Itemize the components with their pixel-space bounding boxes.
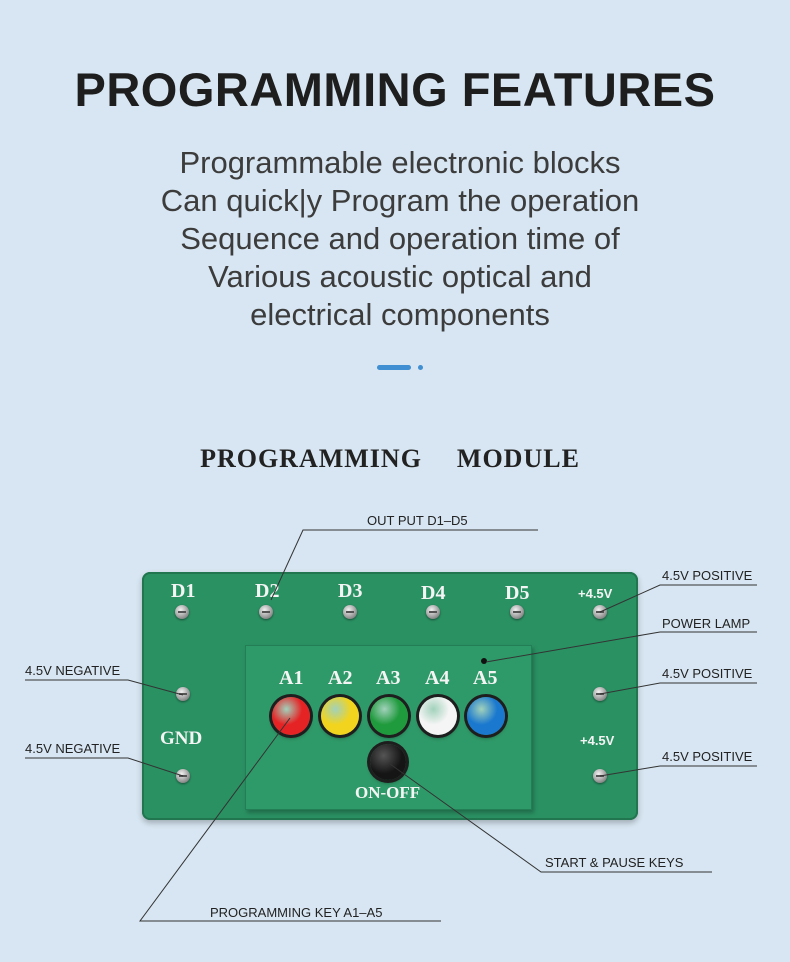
description-line-4: Various acoustic optical and bbox=[208, 259, 592, 294]
key-a5-button[interactable] bbox=[467, 697, 505, 735]
output-label-d1: D1 bbox=[171, 580, 196, 602]
callout-line-positive-mid bbox=[599, 682, 757, 695]
key-a3-button[interactable] bbox=[370, 697, 408, 735]
output-label-d2: D2 bbox=[255, 580, 280, 602]
on-off-button[interactable] bbox=[370, 744, 406, 780]
callout-line-positive-bottom bbox=[599, 765, 757, 777]
callout-line-negative-bottom bbox=[25, 757, 184, 777]
key-label-a3: A3 bbox=[376, 667, 401, 689]
key-a1-button[interactable] bbox=[272, 697, 310, 735]
callout-line-output bbox=[270, 529, 538, 601]
callout-programming-key: PROGRAMMING KEY A1–A5 bbox=[210, 905, 383, 920]
output-label-d3: D3 bbox=[338, 580, 363, 602]
accent-dash bbox=[377, 365, 411, 370]
callout-line-programming-key bbox=[139, 717, 441, 922]
module-title: PROGRAMMING MODULE bbox=[200, 444, 580, 473]
callout-line-negative-top bbox=[25, 679, 184, 696]
callout-line-positive-top bbox=[599, 584, 757, 613]
description-line-3: Sequence and operation time of bbox=[180, 221, 620, 256]
callout-output: OUT PUT D1–D5 bbox=[367, 513, 468, 528]
callout-line-power-lamp bbox=[485, 631, 757, 663]
key-label-a1: A1 bbox=[279, 667, 304, 689]
description-line-5: electrical components bbox=[250, 297, 550, 332]
terminal-d4-screw[interactable] bbox=[426, 605, 440, 619]
terminal-d5-screw[interactable] bbox=[510, 605, 524, 619]
positive-label-bottom: +4.5V bbox=[580, 733, 615, 748]
key-a2-button[interactable] bbox=[321, 697, 359, 735]
callout-negative-top: 4.5V NEGATIVE bbox=[25, 663, 121, 678]
on-off-label: ON-OFF bbox=[355, 783, 421, 802]
terminal-d2-screw[interactable] bbox=[259, 605, 273, 619]
positive-label-top: +4.5V bbox=[578, 586, 613, 601]
terminal-d1-screw[interactable] bbox=[175, 605, 189, 619]
output-label-d4: D4 bbox=[421, 582, 446, 604]
terminal-negative-top-screw[interactable] bbox=[176, 687, 190, 701]
callout-negative-bottom: 4.5V NEGATIVE bbox=[25, 741, 121, 756]
terminal-d3-screw[interactable] bbox=[343, 605, 357, 619]
gnd-label: GND bbox=[160, 728, 203, 749]
callout-positive-bottom: 4.5V POSITIVE bbox=[662, 749, 753, 764]
description-line-1: Programmable electronic blocks bbox=[179, 145, 621, 180]
key-label-a4: A4 bbox=[425, 667, 450, 689]
callout-positive-mid: 4.5V POSITIVE bbox=[662, 666, 753, 681]
output-label-d5: D5 bbox=[505, 582, 530, 604]
key-a4-button[interactable] bbox=[419, 697, 457, 735]
key-label-a5: A5 bbox=[473, 667, 498, 689]
callout-start-pause: START & PAUSE KEYS bbox=[545, 855, 684, 870]
key-label-a2: A2 bbox=[328, 667, 353, 689]
callout-line-start-pause bbox=[389, 763, 712, 873]
power-lamp bbox=[481, 658, 487, 664]
description-line-2: Can quick|y Program the operation bbox=[160, 183, 640, 218]
page-title: PROGRAMMING FEATURES bbox=[74, 63, 716, 116]
accent-dot bbox=[418, 365, 423, 370]
callout-positive-top: 4.5V POSITIVE bbox=[662, 568, 753, 583]
callout-power-lamp: POWER LAMP bbox=[662, 616, 751, 631]
